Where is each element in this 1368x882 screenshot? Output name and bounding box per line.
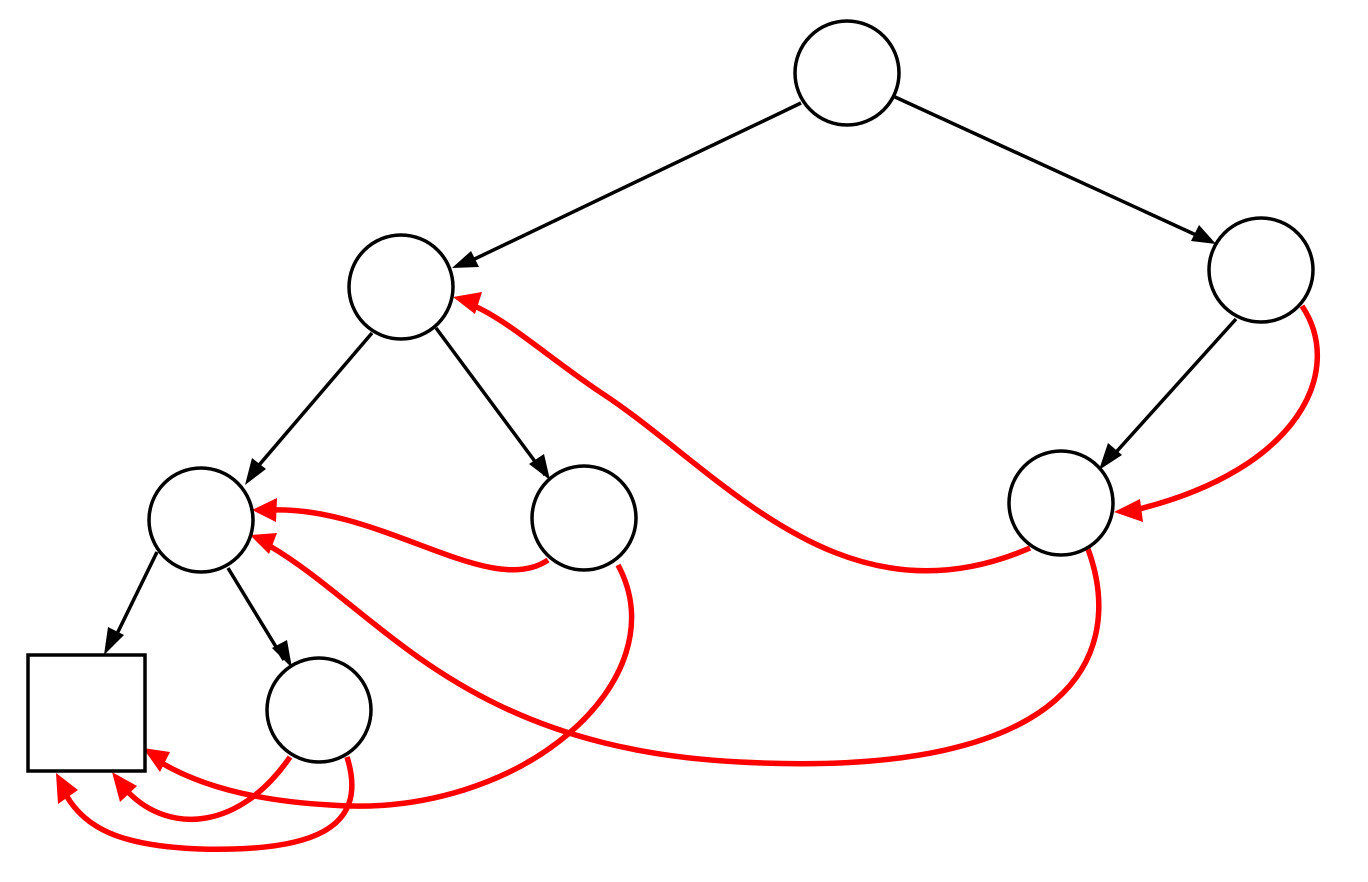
arrowhead-left-left-right [529,454,550,480]
back-edge-left-left-right-terminal-a [126,755,293,823]
back-edge-right-child-left [468,301,1032,574]
edge-left-left-left [252,331,374,473]
node-left [347,233,455,341]
arrowhead-back-right-child-left [453,292,482,314]
arrowhead-back-right-child-left-left [250,533,277,554]
edge-left-left-right [434,326,547,477]
back-edge-right-child-left-left [266,542,1102,767]
arrowhead-root-right [1191,225,1216,244]
arrowhead-back-left-left-right-terminal-a [112,772,137,802]
arrowhead-root-left [452,251,479,268]
arrowhead-left-left-left [245,458,266,485]
arrowhead-left-left-terminal [104,627,124,655]
back-edges [56,292,1320,853]
node-left-right [530,464,638,572]
edge-root-right [894,95,1208,242]
tree-edges [104,95,1238,668]
arrowhead-back-left-right-terminal [143,748,170,772]
node-terminal [26,653,147,773]
edge-left-left-left-left-right [226,567,286,661]
node-right-child [1007,449,1115,557]
node-left-left [147,466,255,574]
arrowhead-back-right-right-child [1114,499,1143,522]
edge-left-left-terminal [112,551,159,641]
node-right [1207,216,1315,324]
arrowhead-right-right-child [1099,443,1122,470]
node-root [793,19,901,127]
arrowhead-left-left-left-left-right [272,640,292,668]
back-edge-left-right-terminal [158,563,635,809]
back-edge-left-right-left-left [269,507,550,573]
edge-root-left [461,101,802,267]
back-edge-left-left-right-terminal-b [63,756,355,853]
back-edge-right-right-child [1134,304,1320,513]
arrowhead-back-left-left-right-terminal-b [56,773,78,804]
node-left-left-right [265,656,373,764]
arrowhead-back-left-right-left-left [252,498,277,522]
nodes [26,19,1315,773]
edge-right-right-child [1107,317,1238,462]
